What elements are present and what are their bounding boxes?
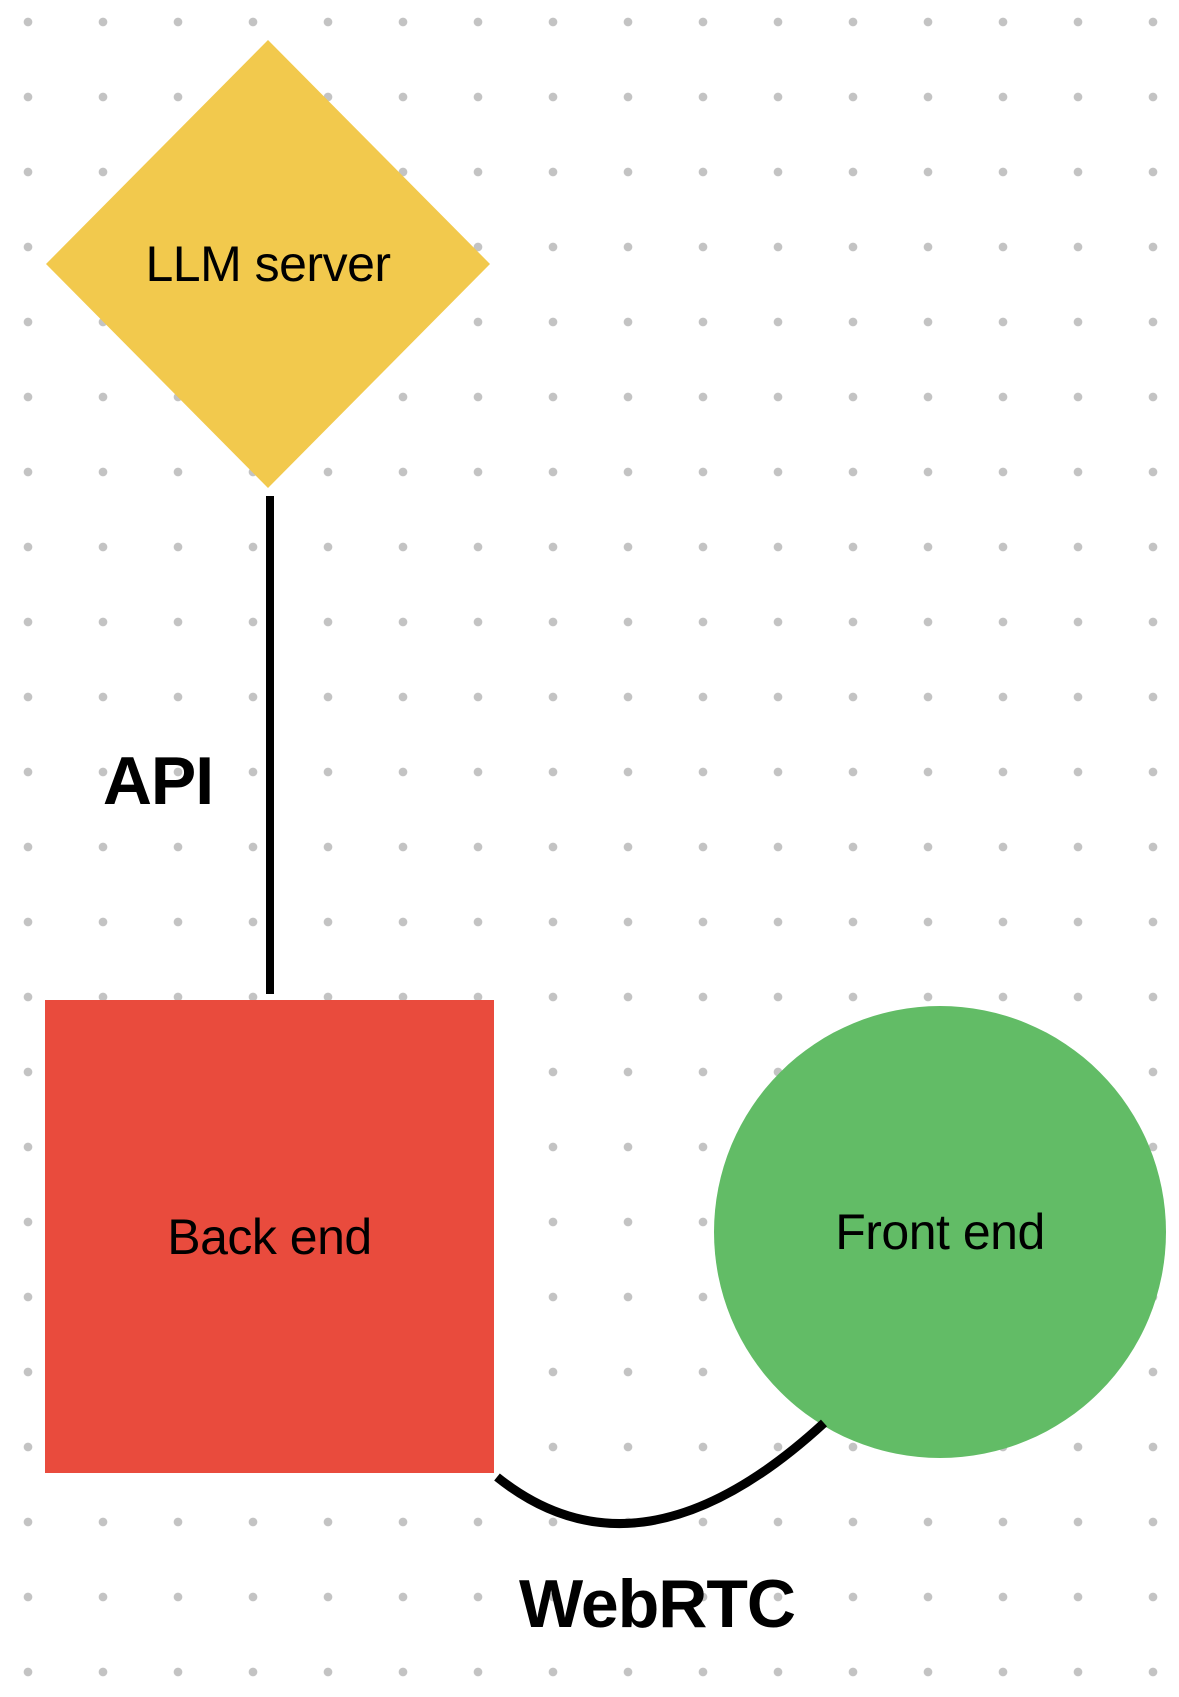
- webrtc-connector-arrow[interactable]: [494, 1419, 828, 1529]
- api-connector-label[interactable]: API: [102, 743, 214, 819]
- webrtc-connector-label[interactable]: WebRTC: [518, 1566, 796, 1642]
